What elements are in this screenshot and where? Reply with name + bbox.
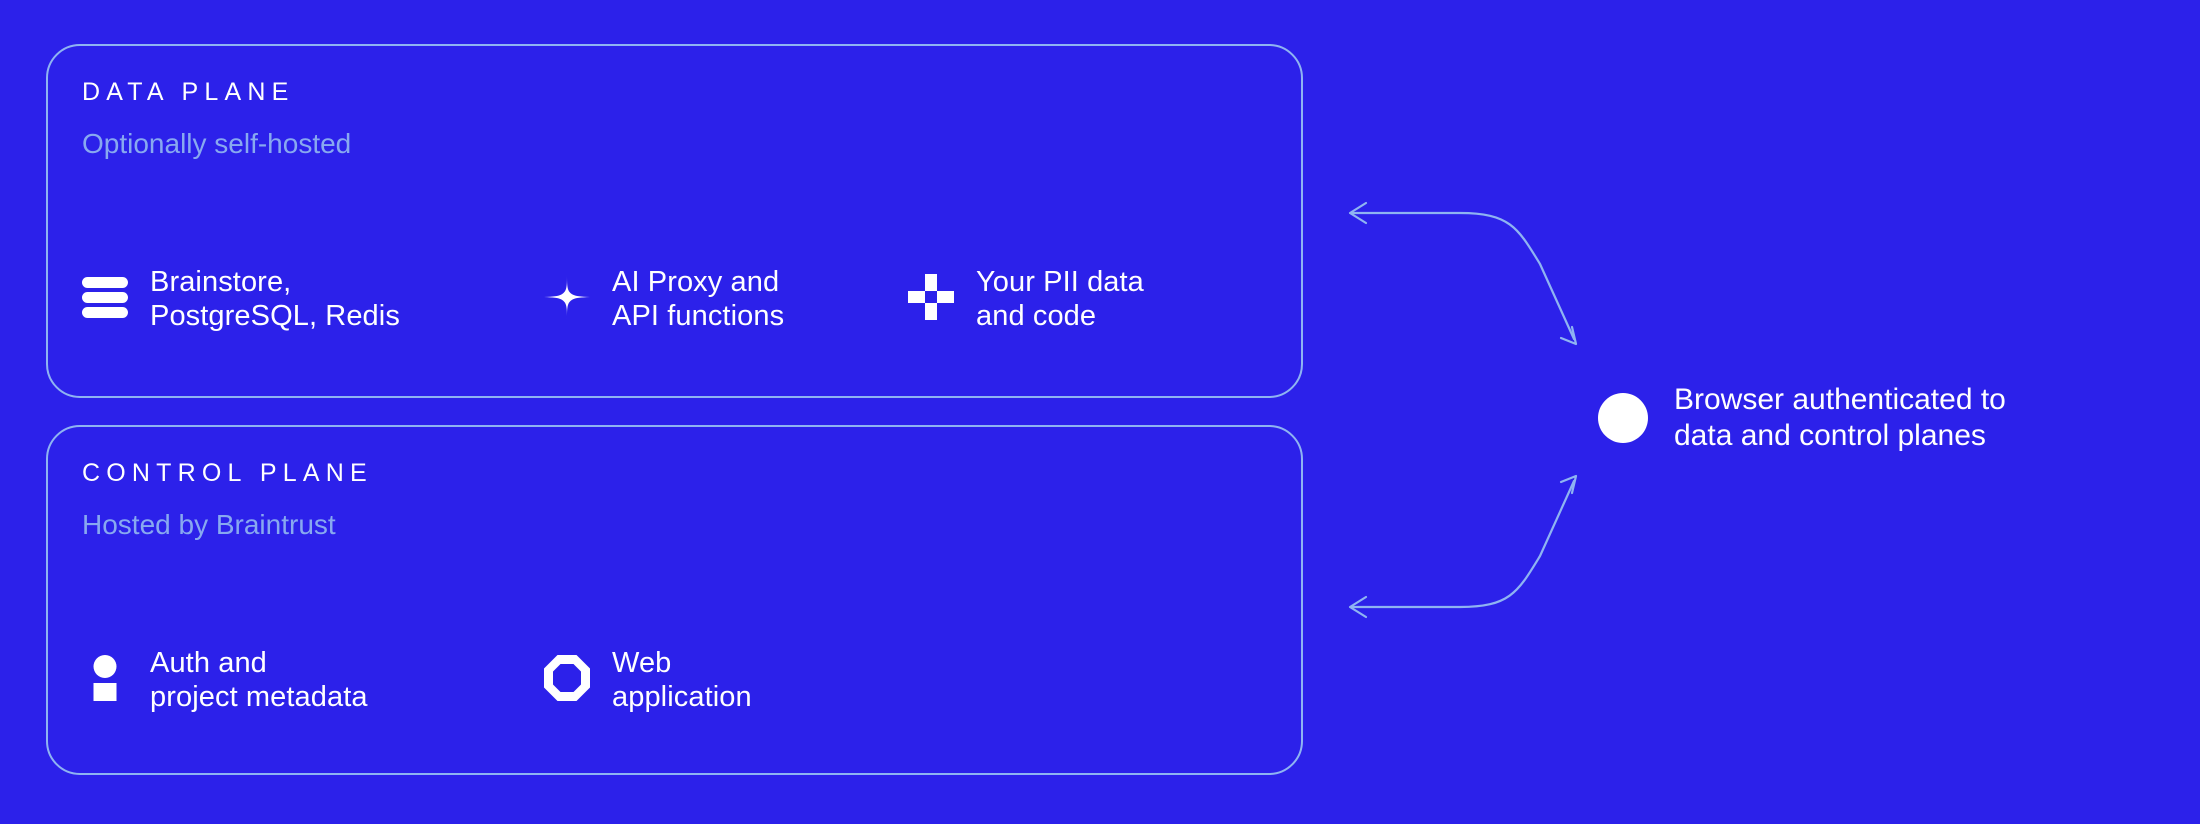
filled-circle-icon xyxy=(1598,393,1648,443)
stack-bars-icon xyxy=(82,274,128,320)
feature-ai-proxy: AI Proxy and API functions xyxy=(544,266,784,356)
data-plane-heading: DATA PLANE xyxy=(82,78,295,106)
feature-brainstore-label: Brainstore, PostgreSQL, Redis xyxy=(150,266,400,332)
control-plane-feature-row: Auth and project metadata Web applicatio… xyxy=(82,647,1281,737)
feature-ai-proxy-label: AI Proxy and API functions xyxy=(612,266,785,332)
feature-pii-data: Your PII data and code xyxy=(908,266,1144,356)
data-plane-connector xyxy=(1348,201,1578,346)
feature-web-application-label: Web application xyxy=(612,647,752,713)
feature-web-application: Web application xyxy=(544,647,752,737)
data-plane-feature-row: Brainstore, PostgreSQL, Redis AI Proxy a… xyxy=(82,266,1281,356)
control-plane-heading: CONTROL PLANE xyxy=(82,459,373,487)
feature-auth-metadata: Auth and project metadata xyxy=(82,647,368,737)
data-plane-card: DATA PLANE Optionally self-hosted Brains… xyxy=(46,44,1303,398)
control-plane-subtitle: Hosted by Braintrust xyxy=(82,509,336,540)
control-plane-card: CONTROL PLANE Hosted by Braintrust Auth … xyxy=(46,425,1303,775)
person-icon xyxy=(82,655,128,701)
control-plane-connector xyxy=(1348,474,1578,619)
data-plane-subtitle: Optionally self-hosted xyxy=(82,128,352,159)
feature-auth-metadata-label: Auth and project metadata xyxy=(150,647,368,713)
feature-pii-data-label: Your PII data and code xyxy=(976,266,1144,332)
sparkle-icon xyxy=(544,274,590,320)
octagon-icon xyxy=(544,655,590,701)
browser-node: Browser authenticated to data and contro… xyxy=(1598,382,2006,454)
browser-node-label: Browser authenticated to data and contro… xyxy=(1674,383,2006,452)
feature-brainstore: Brainstore, PostgreSQL, Redis xyxy=(82,266,400,356)
plus-cross-icon xyxy=(908,274,954,320)
